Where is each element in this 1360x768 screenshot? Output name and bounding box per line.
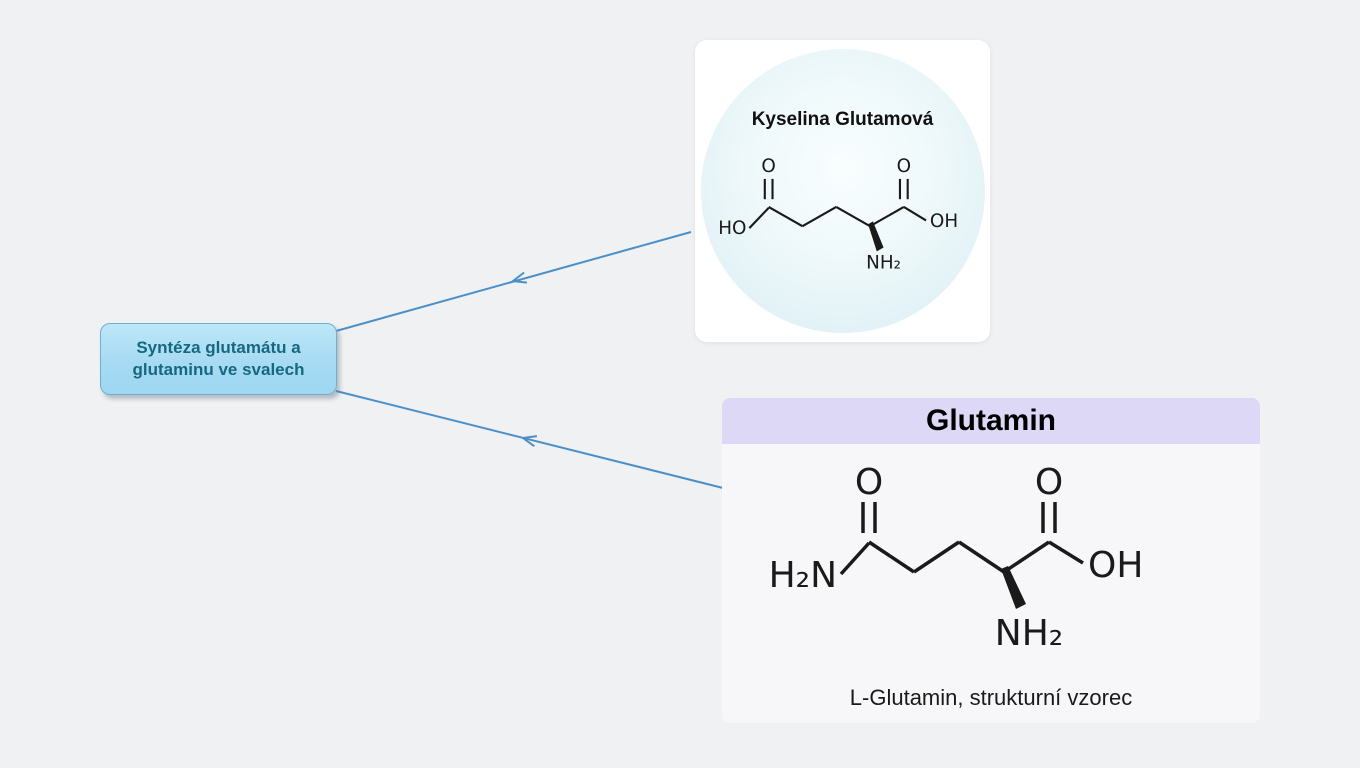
- glutamine-o-right-label: O: [1035, 462, 1063, 503]
- glutamic-acid-image: Kyselina Glutamová HO O O: [700, 49, 985, 333]
- glutamic-wedge-bond: [867, 221, 884, 252]
- glutamine-title: Glutamin: [722, 398, 1260, 444]
- glutamic-o-right-label: O: [896, 156, 910, 177]
- glutamic-acid-title: Kyselina Glutamová: [751, 109, 934, 130]
- glutamine-card[interactable]: Glutamin H₂N O O OH NH₂ L-Glutamin, stru…: [722, 398, 1260, 723]
- glutamic-oh-label: OH: [929, 211, 957, 232]
- glutamine-caption: L-Glutamin, strukturní vzorec: [849, 685, 1133, 710]
- glutamic-acid-structure: HO O O OH NH₂: [718, 156, 958, 274]
- glutamic-ho-label: HO: [718, 218, 746, 239]
- arrowhead-glutamic: [510, 271, 528, 284]
- glutamine-h2n-label: H₂N: [769, 555, 837, 596]
- glutamine-structure: H₂N O O OH NH₂: [769, 462, 1144, 654]
- glutamic-acid-card[interactable]: Kyselina Glutamová HO O O: [695, 40, 990, 342]
- arrowhead-glutamine: [520, 435, 538, 448]
- root-node-label-line2: glutaminu ve svalech: [132, 360, 305, 379]
- glutamine-wedge-bond: [1001, 566, 1026, 609]
- root-node-label-line1: Syntéza glutamátu a: [136, 338, 301, 357]
- glutamine-nh2-label: NH₂: [995, 613, 1063, 654]
- glutamine-o-left-label: O: [855, 462, 883, 503]
- edge-glutamic-acid[interactable]: [335, 231, 692, 332]
- root-node[interactable]: Syntéza glutamátu a glutaminu ve svalech: [100, 323, 337, 395]
- glutamic-o-left-label: O: [761, 156, 775, 177]
- glutamic-nh2-label: NH₂: [866, 253, 901, 274]
- glutamine-bonds: [839, 502, 1084, 576]
- edge-glutamine[interactable]: [335, 390, 724, 489]
- glutamine-oh-label: OH: [1088, 545, 1143, 586]
- glutamic-acid-bonds: [748, 178, 927, 229]
